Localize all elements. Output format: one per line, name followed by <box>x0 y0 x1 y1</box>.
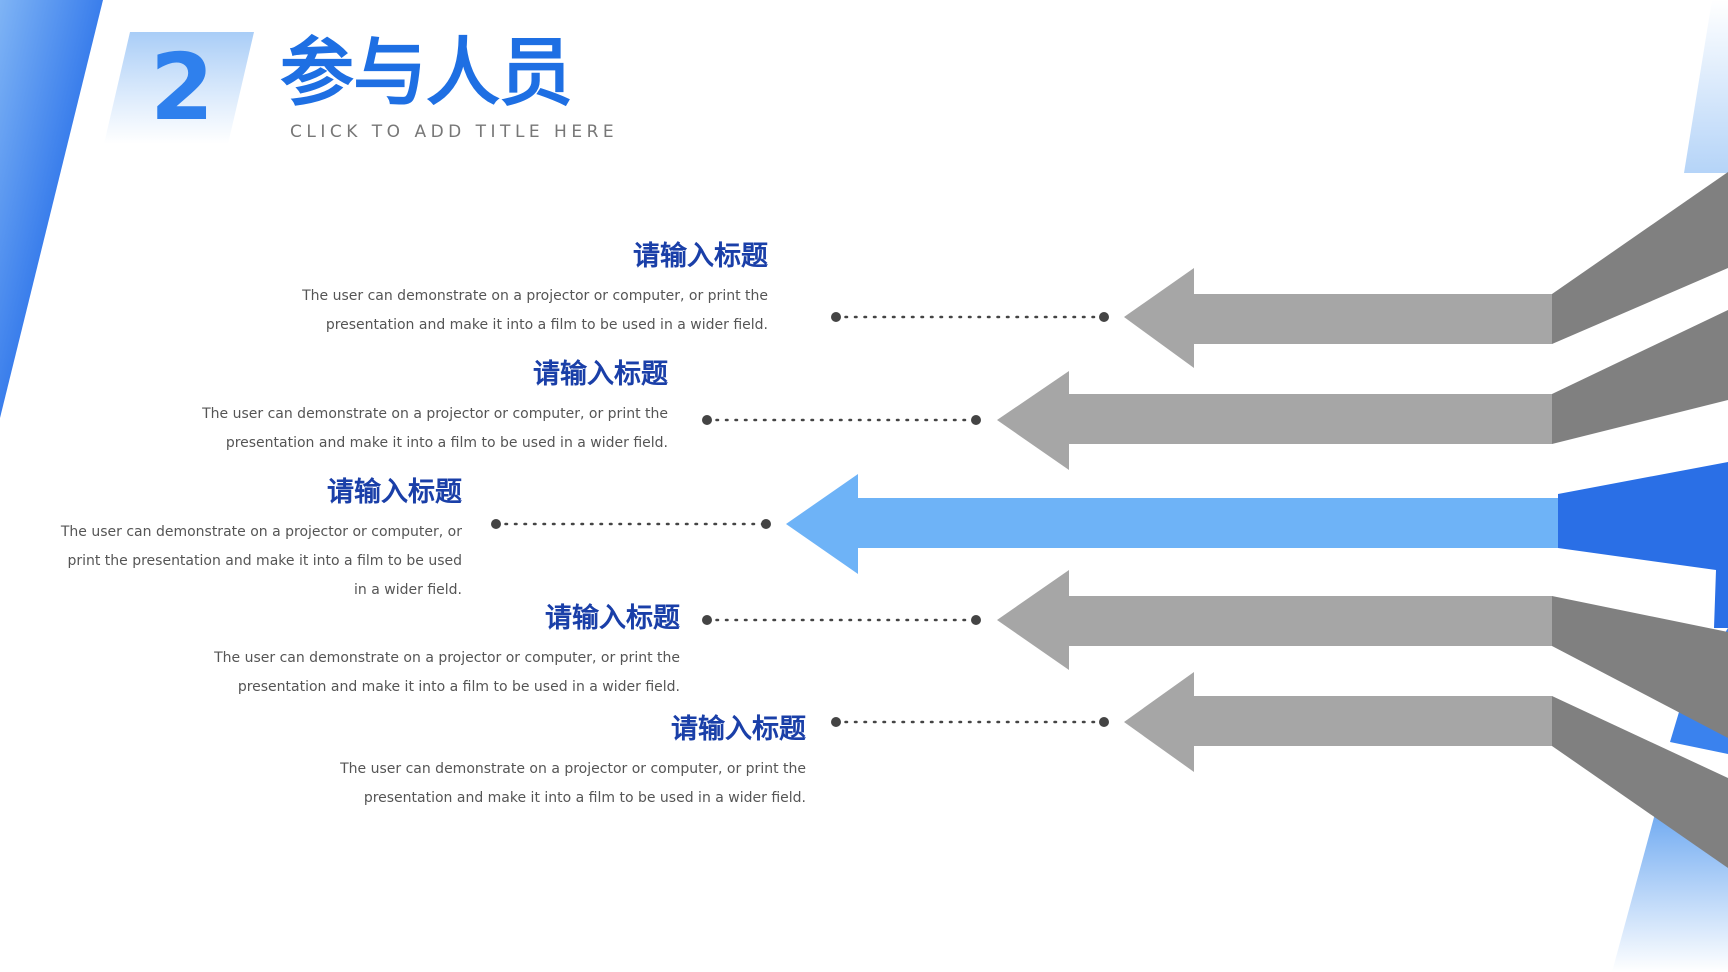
connector-4 <box>702 615 981 625</box>
connector-3 <box>491 519 771 529</box>
bottom-right-accent <box>1612 810 1728 972</box>
item-title[interactable]: 请输入标题 <box>545 603 680 634</box>
item-description-line: The user can demonstrate on a projector … <box>214 650 680 666</box>
item-description-line: The user can demonstrate on a projector … <box>60 524 462 540</box>
item-title[interactable]: 请输入标题 <box>533 359 668 390</box>
connector-1 <box>831 312 1109 322</box>
item-description[interactable]: The user can demonstrate on a projector … <box>340 755 806 813</box>
item-description[interactable]: The user can demonstrate on a projector … <box>302 282 768 340</box>
list-item-2: 请输入标题 The user can demonstrate on a proj… <box>202 358 668 458</box>
arrow-5 <box>1124 672 1552 772</box>
item-description-line: print the presentation and make it into … <box>67 553 462 569</box>
fan-band-4 <box>1552 596 1728 738</box>
item-description[interactable]: The user can demonstrate on a projector … <box>214 644 680 702</box>
item-description-line: The user can demonstrate on a projector … <box>340 761 806 777</box>
slide-number: 2 <box>150 34 215 141</box>
right-blue-band <box>1558 462 1728 628</box>
page-title[interactable]: 参与人员 <box>280 30 573 116</box>
fan-band-1 <box>1552 172 1728 344</box>
connector-2 <box>702 415 981 425</box>
item-description[interactable]: The user can demonstrate on a projector … <box>61 518 462 605</box>
item-description-line: presentation and make it into a film to … <box>225 435 668 451</box>
item-title[interactable]: 请输入标题 <box>327 477 462 508</box>
arrow-4 <box>997 570 1552 670</box>
number-box-shape <box>104 32 254 144</box>
item-description-line: presentation and make it into a film to … <box>325 317 768 333</box>
top-right-accent <box>1684 0 1728 173</box>
fan-band-5 <box>1552 696 1728 868</box>
left-accent-band <box>0 0 103 418</box>
list-item-1: 请输入标题 The user can demonstrate on a proj… <box>302 240 768 340</box>
list-item-4: 请输入标题 The user can demonstrate on a proj… <box>214 602 680 702</box>
arrow-2 <box>997 371 1552 470</box>
item-description-line: presentation and make it into a film to … <box>237 679 680 695</box>
item-description-line: in a wider field. <box>354 582 462 598</box>
list-item-5: 请输入标题 The user can demonstrate on a proj… <box>340 713 806 813</box>
item-title[interactable]: 请输入标题 <box>671 714 806 745</box>
item-description-line: presentation and make it into a film to … <box>363 790 806 806</box>
item-description[interactable]: The user can demonstrate on a projector … <box>202 400 668 458</box>
item-title[interactable]: 请输入标题 <box>633 241 768 272</box>
fan-band-2 <box>1552 310 1728 444</box>
arrow-1 <box>1124 268 1552 368</box>
item-description-line: The user can demonstrate on a projector … <box>202 406 668 422</box>
list-item-3: 请输入标题 The user can demonstrate on a proj… <box>61 476 462 605</box>
arrow-3-highlight <box>786 474 1558 574</box>
page-subtitle[interactable]: CLICK TO ADD TITLE HERE <box>290 122 619 142</box>
item-description-line: The user can demonstrate on a projector … <box>302 288 768 304</box>
connector-5 <box>831 717 1109 727</box>
